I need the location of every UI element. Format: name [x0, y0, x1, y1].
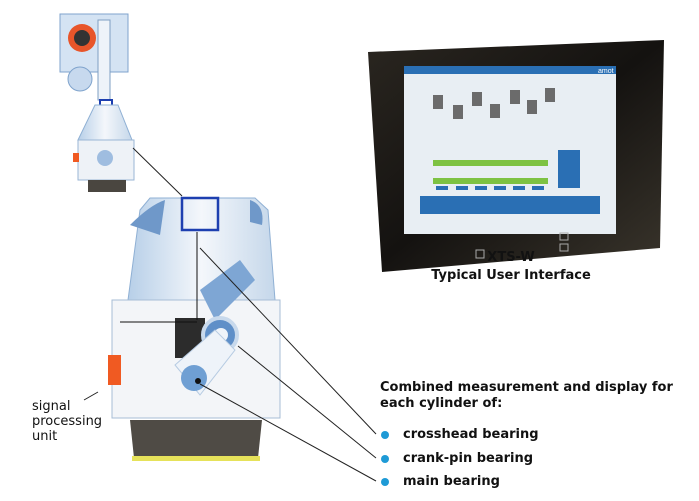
bullet-item: main bearing [381, 474, 500, 489]
bullet-dot-icon [381, 454, 389, 463]
signal-processing-unit-box [108, 355, 121, 385]
leader-crosshead [199, 247, 377, 435]
monitor-title: XTS-W [487, 250, 535, 265]
bullet-dot-icon [381, 430, 389, 439]
up-button[interactable] [559, 232, 569, 241]
signal-processing-unit-label: signal processing unit [32, 399, 122, 444]
intro-text: Combined measurement and display for eac… [380, 380, 673, 411]
leader-main [199, 383, 377, 482]
screen-brand-logo: amot [598, 68, 614, 75]
small-engine-illustration [59, 13, 135, 192]
bullet-dot-icon [381, 477, 389, 486]
bullet-label: crank-pin bearing [403, 451, 534, 466]
monitor-caption: XTS-W Typical User Interface [400, 249, 622, 285]
bullet-label: main bearing [403, 474, 500, 489]
leader-crankpin [237, 345, 377, 459]
bullet-item: crosshead bearing [381, 427, 539, 442]
small-spu-box [73, 153, 79, 162]
engine-cross-section [108, 196, 281, 461]
bullet-item: crank-pin bearing [381, 451, 533, 466]
spu-line-2: processing [32, 414, 103, 429]
power-button[interactable] [475, 249, 485, 259]
monitor-subtitle: Typical User Interface [431, 268, 591, 283]
spu-line-3: unit [32, 429, 58, 444]
down-button[interactable] [559, 243, 569, 252]
bullet-label: crosshead bearing [403, 427, 539, 442]
monitor-illustration: amot [368, 40, 664, 272]
spu-line-1: signal [32, 399, 71, 414]
